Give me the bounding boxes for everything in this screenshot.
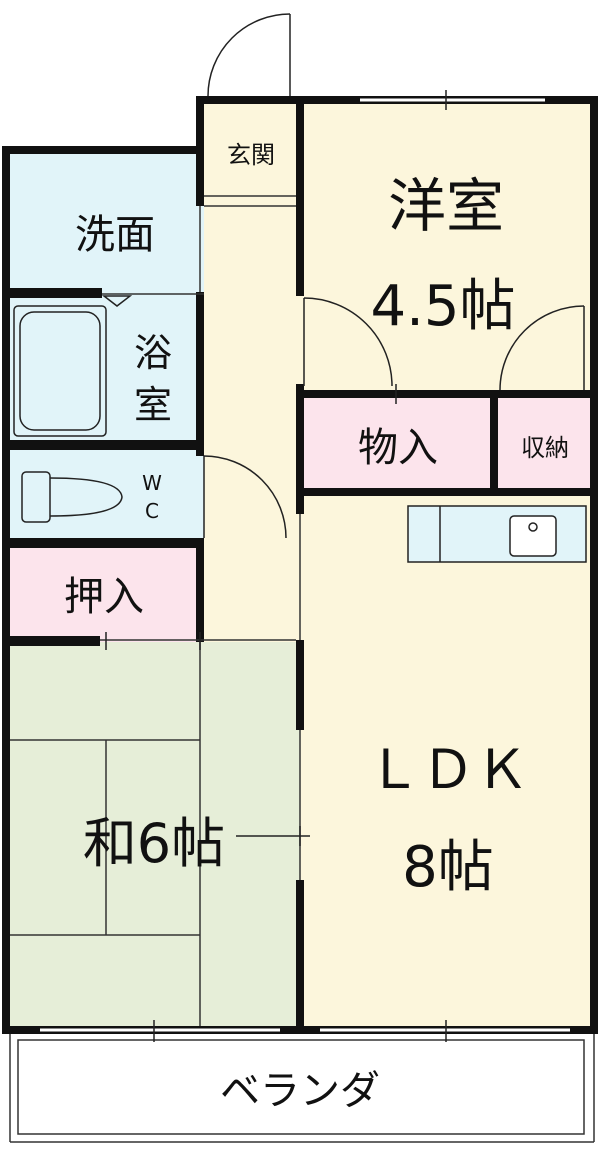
veranda-label: ベランダ <box>220 1068 380 1114</box>
bathroom-label-2: 室 <box>134 383 172 427</box>
shuunou-door[interactable] <box>499 305 585 391</box>
wc-label-1: W <box>142 471 162 495</box>
monoire-label: 物入 <box>358 425 438 471</box>
walls <box>2 96 598 1034</box>
sink-mark-icon <box>101 295 133 307</box>
toilet-icon <box>21 471 123 523</box>
ldk-label: ＬＤＫ <box>367 738 529 801</box>
windows <box>40 98 570 1032</box>
ldk-size: 8帖 <box>402 835 494 900</box>
veranda-outline <box>17 1039 585 1135</box>
wc-label-2: C <box>145 499 159 523</box>
kitchen-counter-icon <box>407 505 587 563</box>
tatami-lines <box>8 642 201 1030</box>
senmen-fill <box>6 150 204 296</box>
shuunou-fill <box>496 398 594 494</box>
tick-marks <box>105 90 447 1042</box>
wc-door[interactable] <box>203 455 287 539</box>
hallway-fill <box>204 102 300 642</box>
bathroom-label-1: 浴 <box>134 331 172 375</box>
monoire-fill <box>300 398 496 494</box>
entrance-door[interactable] <box>207 13 291 97</box>
genkan-label: 玄関 <box>227 141 275 169</box>
wc-fill <box>6 450 204 542</box>
partitions <box>100 195 301 880</box>
washitsu-label: 和6帖 <box>83 812 225 875</box>
youshitsu-fill <box>300 102 594 398</box>
veranda-rails <box>9 1034 595 1143</box>
bathroom-fill <box>6 296 204 444</box>
ldk-fill <box>300 494 594 1030</box>
youshitsu-size: 4.5帖 <box>370 274 515 339</box>
youshitsu-door[interactable] <box>303 297 393 387</box>
oshiire-label: 押入 <box>64 574 144 620</box>
senmen-label: 洗面 <box>75 212 155 258</box>
bathtub-icon <box>13 305 107 437</box>
youshitsu-label: 洋室 <box>388 172 504 240</box>
shuunou-label: 収納 <box>521 434 569 462</box>
oshiire-fill <box>6 546 204 642</box>
